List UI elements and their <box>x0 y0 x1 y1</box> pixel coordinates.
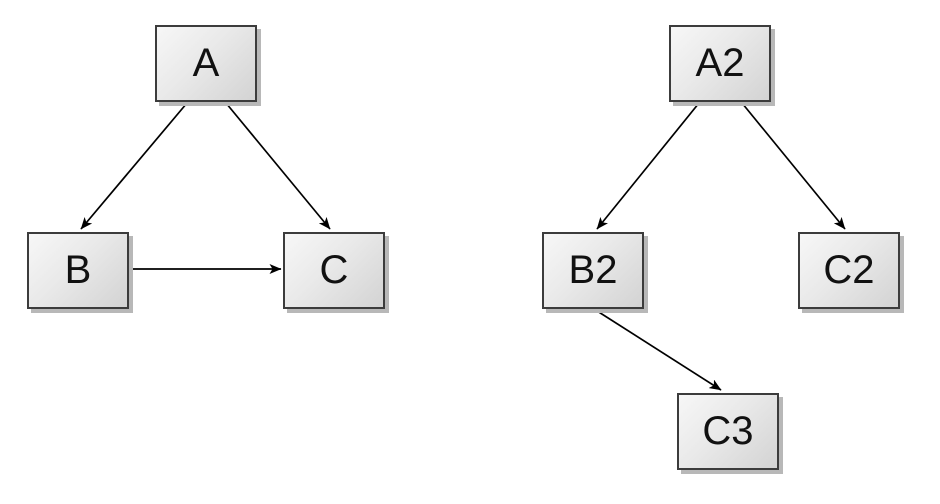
node-C[interactable]: C <box>283 232 385 309</box>
node-C3-label: C3 <box>702 408 754 453</box>
node-A-label: A <box>192 40 220 85</box>
node-B2[interactable]: B2 <box>542 232 644 309</box>
node-B2-label: B2 <box>568 247 618 292</box>
node-A[interactable]: A <box>155 25 257 102</box>
node-C2[interactable]: C2 <box>798 232 900 309</box>
edge-A2-to-C2 <box>741 102 846 230</box>
node-A2-label: A2 <box>695 40 745 85</box>
edge-A-to-B <box>80 102 188 230</box>
edge-A2-to-B2 <box>596 102 700 230</box>
edge-B2-to-C3 <box>593 308 722 391</box>
node-C3[interactable]: C3 <box>677 393 779 470</box>
node-C2-label: C2 <box>823 247 875 292</box>
node-B[interactable]: B <box>27 232 129 309</box>
node-B-label: B <box>64 247 92 292</box>
node-C-label: C <box>319 247 349 292</box>
edge-A-to-C <box>225 102 331 230</box>
node-A2[interactable]: A2 <box>669 25 771 102</box>
